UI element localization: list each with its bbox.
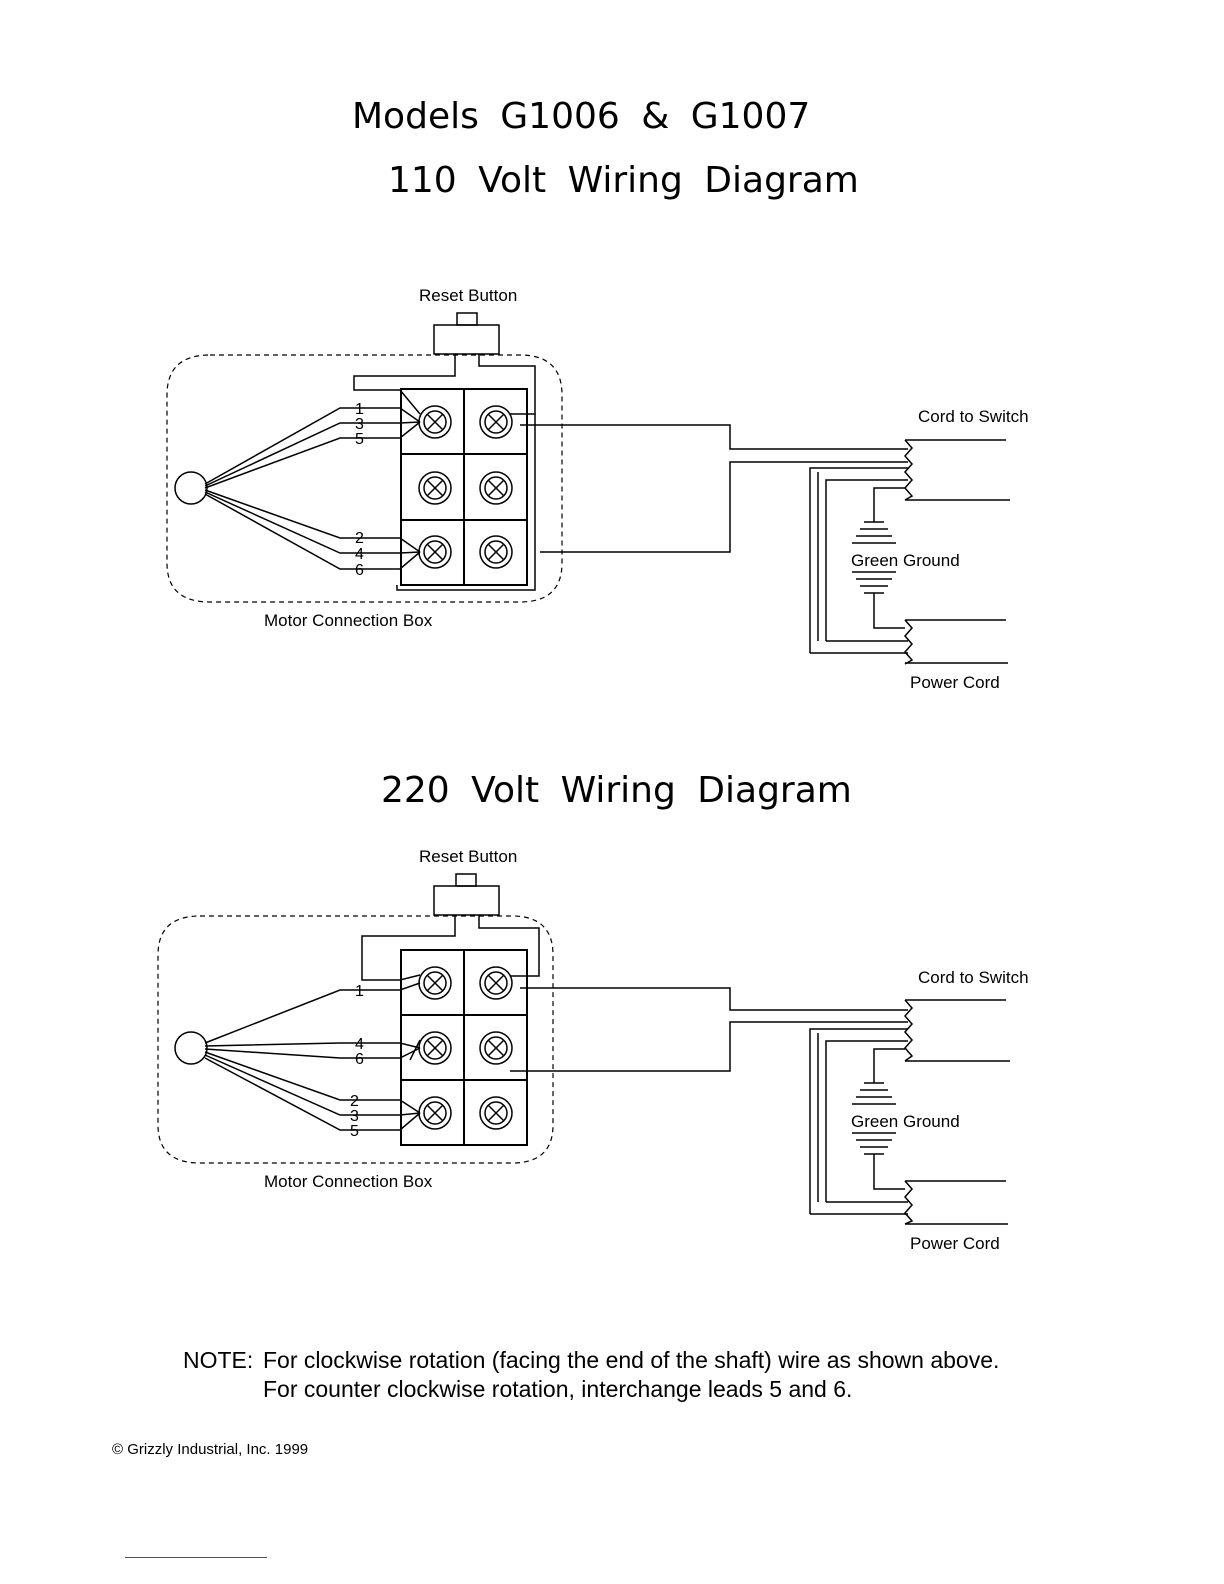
lead-number: 4 <box>355 546 364 563</box>
note-line-2: For counter clockwise rotation, intercha… <box>263 1376 853 1402</box>
diagram-110-title: 110 Volt Wiring Diagram <box>388 160 859 201</box>
green-ground-label: Green Ground <box>851 551 960 570</box>
cord-to-switch-label: Cord to Switch <box>918 407 1029 426</box>
power-cord-icon <box>904 619 1008 665</box>
green-ground-label: Green Ground <box>851 1112 960 1131</box>
cord-wiring <box>520 424 908 654</box>
ground-icon <box>852 487 905 629</box>
motor-connection-box-label: Motor Connection Box <box>264 611 433 630</box>
copyright-text: © Grizzly Industrial, Inc. 1999 <box>112 1441 309 1458</box>
lead-number: 1 <box>355 401 364 418</box>
wiring-diagram-110v: Reset Button Motor Connection Box <box>166 286 1029 692</box>
cord-to-switch-icon <box>904 439 1010 501</box>
lead-number: 5 <box>355 431 364 448</box>
cord-wiring <box>510 987 908 1215</box>
lead-number: 4 <box>355 1036 364 1053</box>
lead-number: 2 <box>355 530 364 547</box>
terminal-screw-icon <box>418 1096 452 1130</box>
terminal-screw-icon <box>418 1031 452 1065</box>
motor-leads <box>204 982 421 1131</box>
terminal-screw-icon <box>418 966 452 1000</box>
cord-to-switch-label: Cord to Switch <box>918 968 1029 987</box>
terminal-screw-icon <box>479 535 513 569</box>
rotation-note: NOTE: For clockwise rotation (facing the… <box>183 1346 999 1404</box>
motor-icon <box>174 471 208 505</box>
motor-icon <box>174 1031 208 1065</box>
ground-icon <box>852 1048 905 1190</box>
reset-button-wiring <box>353 354 536 591</box>
motor-leads <box>204 407 421 570</box>
power-cord-icon <box>904 1180 1008 1225</box>
terminal-screw-icon <box>479 966 513 1000</box>
power-cord-label: Power Cord <box>910 1234 1000 1253</box>
motor-connection-box-outline <box>166 354 563 603</box>
reset-button <box>433 312 500 355</box>
lead-number: 3 <box>355 416 364 433</box>
reset-button-label: Reset Button <box>419 847 517 866</box>
lead-number: 6 <box>355 562 364 579</box>
motor-connection-box-outline <box>157 915 554 1164</box>
terminal-screw-icon <box>479 1096 513 1130</box>
terminal-screw-icon <box>418 471 452 505</box>
terminal-screw-icon <box>418 405 452 439</box>
lead-number: 2 <box>350 1093 359 1110</box>
note-line-1: For clockwise rotation (facing the end o… <box>263 1347 1000 1373</box>
wiring-diagram-220v: Reset Button Motor Connection Box <box>157 847 1029 1253</box>
reset-button <box>433 873 500 916</box>
terminal-block <box>400 949 528 1146</box>
terminal-screw-icon <box>479 405 513 439</box>
lead-number: 6 <box>355 1051 364 1068</box>
terminal-screw-icon <box>418 535 452 569</box>
note-label: NOTE: <box>183 1347 254 1373</box>
terminal-screw-icon <box>479 1031 513 1065</box>
terminal-block <box>400 388 528 586</box>
terminal-screw-icon <box>479 471 513 505</box>
reset-button-wiring <box>361 915 540 1061</box>
page-title: Models G1006 & G1007 <box>352 96 811 137</box>
power-cord-label: Power Cord <box>910 673 1000 692</box>
motor-connection-box-label: Motor Connection Box <box>264 1172 433 1191</box>
reset-button-label: Reset Button <box>419 286 517 305</box>
lead-number: 5 <box>350 1123 359 1140</box>
footer-rule <box>125 1557 267 1558</box>
cord-to-switch-icon <box>904 999 1010 1062</box>
diagram-220-title: 220 Volt Wiring Diagram <box>381 770 852 811</box>
lead-number: 3 <box>350 1108 359 1125</box>
lead-number: 1 <box>355 983 364 1000</box>
